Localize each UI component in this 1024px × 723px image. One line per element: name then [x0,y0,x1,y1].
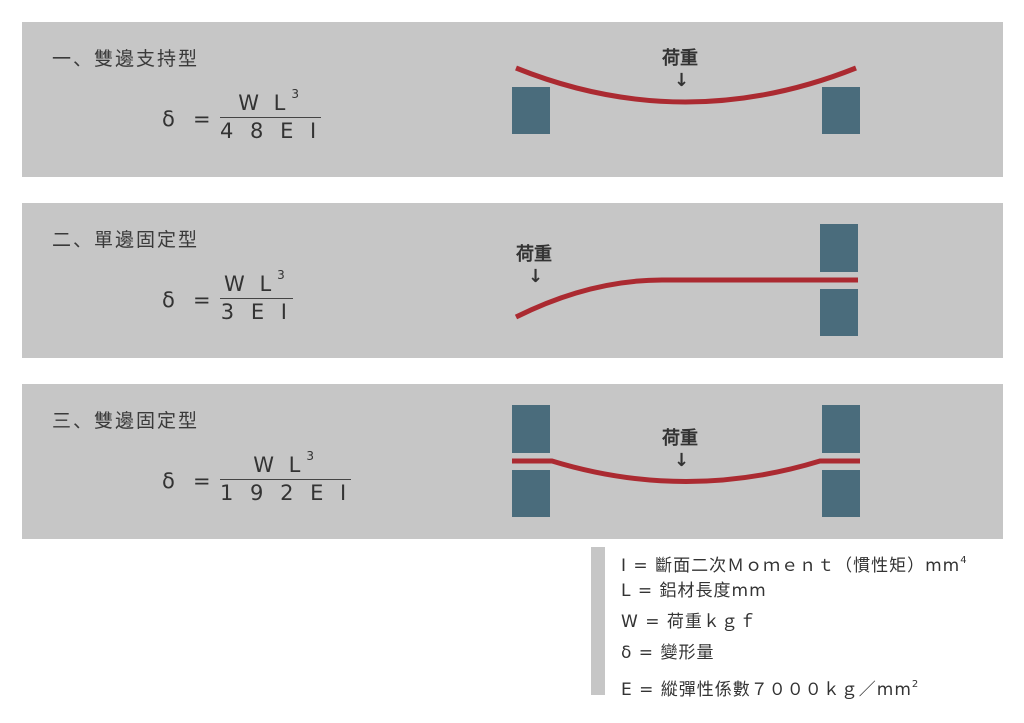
load-arrow: ↓ [674,70,689,91]
panel-title: 二、單邊固定型 [52,229,200,251]
legend-item-deflection: δ = 變形量 [621,638,968,669]
fraction-line [220,117,322,118]
beam-diagram: 荷重 ↓ [512,47,860,134]
legend-item-modulus: E = 縱彈性係數７０００ｋｇ／mm2 [621,669,968,700]
formula-equals: = [193,107,211,131]
beam-diagram: 荷重 ↓ [512,405,860,517]
panel-title: 一、雙邊支持型 [52,48,200,70]
legend-text: δ = 變形量 [621,643,715,663]
left-lower-support [512,470,550,517]
formula-delta: δ [162,469,175,493]
deflected-beam [514,277,858,320]
formula-delta: δ [162,288,175,312]
numerator-exponent: 3 [291,87,303,101]
formula-equals: = [193,288,211,312]
panel-title: 三、雙邊固定型 [52,410,200,432]
formula-denominator: 1 9 2 E I [220,481,352,505]
legend-exponent: 4 [960,555,968,566]
fraction-line [220,298,293,299]
deflected-beam [515,65,857,105]
right-support [822,87,860,134]
legend-item-inertia: I = 斷面二次Ｍｏｍｅｎｔ（慣性矩）mm4 [621,545,968,576]
beam-diagram: 荷重 ↓ [514,224,858,336]
load-arrow: ↓ [528,266,543,287]
numerator-exponent: 3 [277,268,289,282]
right-lower-support [822,470,860,517]
symbol-legend: I = 斷面二次Ｍｏｍｅｎｔ（慣性矩）mm4 L = 鋁材長度mm W = 荷重… [621,545,968,700]
formula-equals: = [193,469,211,493]
lower-fixed-support [820,289,858,336]
legend-text: L = 鋁材長度mm [621,581,767,601]
legend-item-length: L = 鋁材長度mm [621,576,968,607]
load-label: 荷重 [662,47,698,69]
numerator-text: W L [238,91,290,115]
legend-text: E = 縱彈性係數７０００ｋｇ／mm [621,680,912,700]
load-arrow: ↓ [674,450,689,471]
formula-delta: δ [162,107,175,131]
load-label: 荷重 [662,427,698,449]
left-support [512,87,550,134]
numerator-text: W L [253,453,305,477]
numerator-text: W L [224,272,276,296]
formula-denominator: 4 8 E I [220,119,322,143]
legend-text: W = 荷重ｋｇｆ [621,612,757,632]
legend-accent-bar [591,547,605,695]
deflected-beam [512,458,860,484]
legend-exponent: 2 [911,679,920,690]
legend-text: I = 斷面二次Ｍｏｍｅｎｔ（慣性矩）mm [621,556,961,576]
legend-item-load: W = 荷重ｋｇｆ [621,607,968,638]
fraction-line [220,479,352,480]
upper-fixed-support [820,224,858,272]
right-upper-support [822,405,860,453]
load-label: 荷重 [516,243,552,265]
formula-denominator: 3 E I [220,300,292,324]
numerator-exponent: 3 [306,449,319,463]
left-upper-support [512,405,550,453]
